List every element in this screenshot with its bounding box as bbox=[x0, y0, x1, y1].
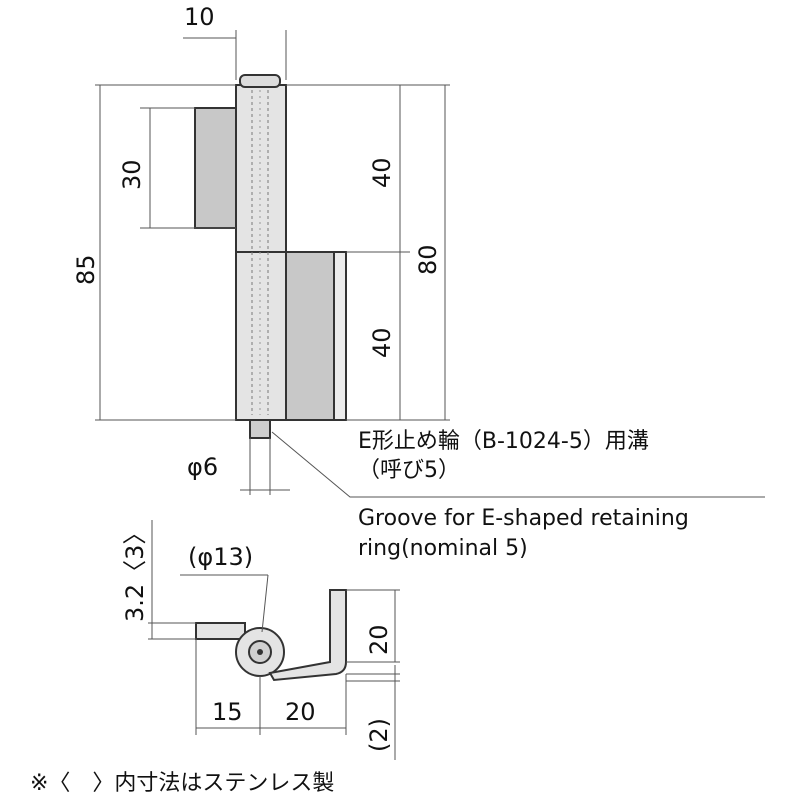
dim-barrel-diameter-label: (φ13) bbox=[188, 543, 253, 571]
groove-jp-line1: E形止め輪（B-1024-5）用溝 bbox=[358, 429, 649, 454]
upper-knuckle bbox=[235, 84, 287, 253]
pin-stub bbox=[249, 419, 271, 439]
dim-total-knuckle-label: 80 bbox=[414, 244, 442, 275]
dim-left-leaf-label: 30 bbox=[118, 159, 146, 190]
dim-offset-label: 20 bbox=[365, 624, 393, 655]
dim-left-leaf: 30 bbox=[118, 107, 236, 229]
dim-pin-diameter-label: φ6 bbox=[187, 453, 218, 481]
dim-bottom: 15 20 bbox=[195, 639, 347, 735]
dim-overall-label: 85 bbox=[72, 254, 100, 285]
lower-leaf bbox=[285, 251, 337, 421]
upper-leaf bbox=[194, 107, 238, 229]
dim-pin-diameter: φ6 bbox=[187, 438, 290, 495]
dim-top-width: 10 bbox=[183, 3, 287, 80]
dim-thickness-label: 3.2〈3〉 bbox=[121, 521, 149, 622]
groove-jp-line2: （呼び5） bbox=[358, 458, 460, 483]
dim-overall: 85 bbox=[72, 84, 236, 421]
lower-leaf-edge bbox=[333, 251, 347, 421]
dim-gap-label: (2) bbox=[365, 718, 393, 752]
dim-bottom-right-label: 20 bbox=[285, 698, 316, 726]
section-left-leaf bbox=[195, 622, 246, 640]
dim-top-width-label: 10 bbox=[184, 3, 215, 31]
section-right-leaf bbox=[268, 589, 347, 682]
groove-en-line2: ring(nominal 5) bbox=[358, 536, 528, 561]
front-view bbox=[194, 74, 347, 439]
pin-head bbox=[239, 74, 281, 88]
dim-lower-knuckle-label: 40 bbox=[368, 327, 396, 358]
section-pin-center bbox=[257, 649, 263, 655]
footnote: ※〈 〉内寸法はステンレス製 bbox=[30, 771, 334, 796]
lower-knuckle bbox=[235, 251, 287, 421]
section-view bbox=[195, 589, 347, 682]
dim-right-side: 40 40 80 bbox=[286, 84, 450, 421]
dim-thickness: 3.2〈3〉 bbox=[121, 520, 196, 640]
dim-offset: 20 bbox=[346, 589, 400, 663]
groove-callout: E形止め輪（B-1024-5）用溝 （呼び5） Groove for E-sha… bbox=[271, 429, 765, 561]
dim-gap: (2) bbox=[346, 665, 400, 760]
dim-barrel-diameter: (φ13) bbox=[180, 543, 269, 633]
dim-upper-knuckle-label: 40 bbox=[368, 157, 396, 188]
dim-bottom-left-label: 15 bbox=[212, 698, 243, 726]
groove-en-line1: Groove for E-shaped retaining bbox=[358, 506, 689, 531]
